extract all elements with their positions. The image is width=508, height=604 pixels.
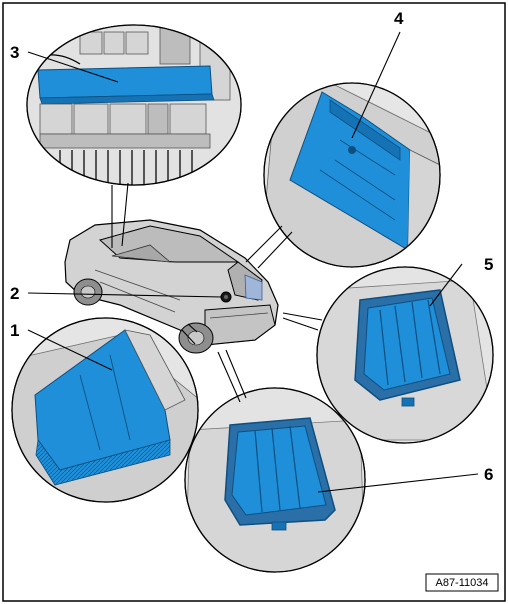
- callout-5: 5: [484, 255, 493, 274]
- callout-6: 6: [484, 465, 493, 484]
- reference-code: A87-11034: [435, 577, 488, 589]
- detail-bubble-6: [184, 387, 366, 573]
- callout-1: 1: [10, 321, 19, 340]
- vehicle-illustration: [64, 219, 279, 354]
- detail-bubble-4: [263, 82, 441, 268]
- connector-lines: [111, 182, 323, 403]
- detail-bubble-5: [316, 266, 494, 444]
- callout-4: 4: [394, 9, 404, 28]
- detail-bubble-3: [26, 24, 242, 186]
- control-unit-3: [37, 65, 213, 99]
- callout-2: 2: [10, 284, 19, 303]
- callout-3: 3: [10, 43, 19, 62]
- detail-bubble-1: [11, 317, 199, 503]
- callout-leaders: [27, 31, 479, 493]
- reference-code-box: A87-11034: [425, 573, 499, 592]
